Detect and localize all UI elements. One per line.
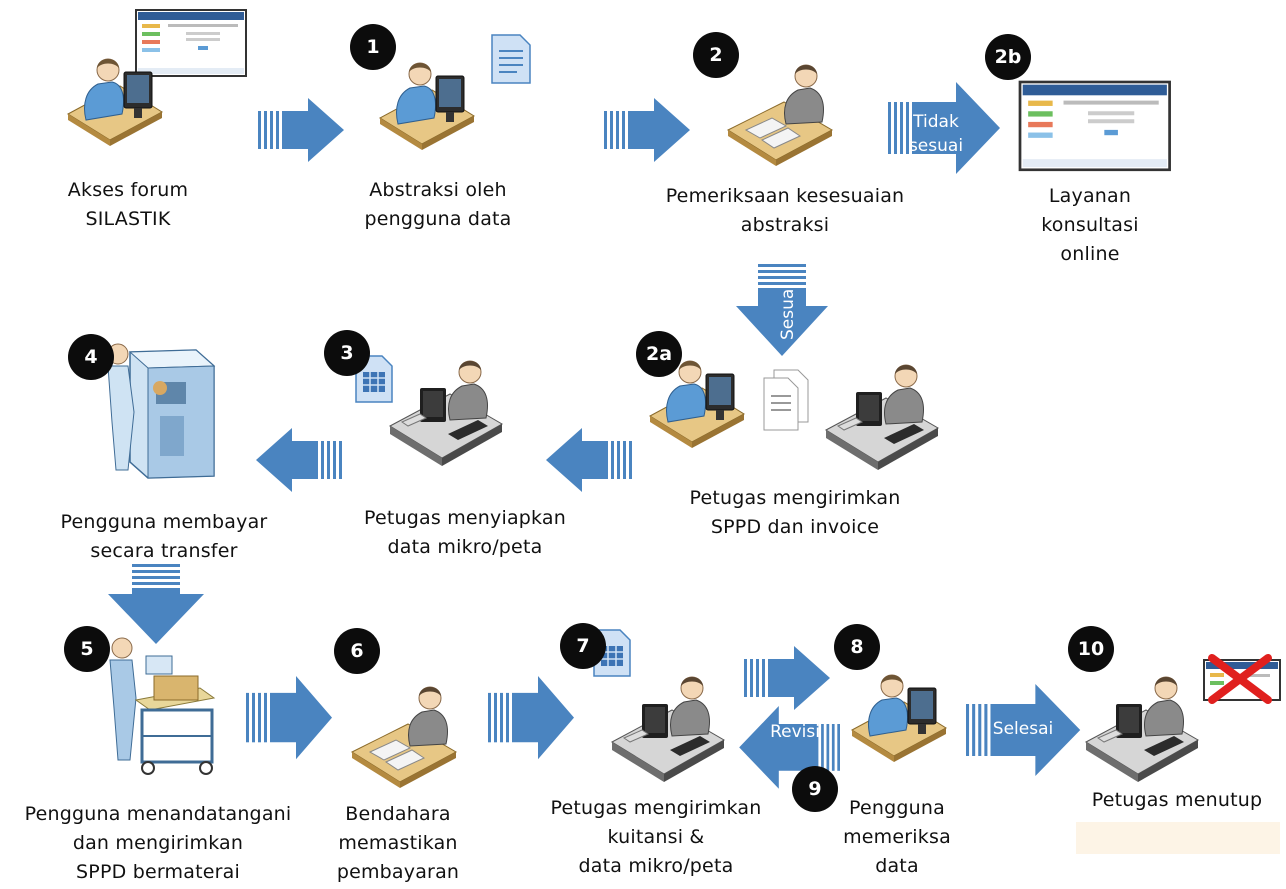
arrow-right <box>488 676 574 760</box>
arrow-right-upper <box>744 646 830 710</box>
mail-cart-icon <box>109 637 216 775</box>
badge-step-2b: 2b <box>985 34 1031 80</box>
staff-at-computer-icon <box>611 676 725 783</box>
step-label-8: Pengguna memeriksa data <box>843 797 951 877</box>
highlight-box <box>1076 822 1280 854</box>
arrow-right <box>246 676 332 760</box>
step-label-akses-forum: Akses forum SILASTIK <box>67 179 189 230</box>
staff-at-computer-icon <box>825 364 939 471</box>
arrow-right <box>258 98 344 162</box>
badge-step-2: 2 <box>693 32 739 78</box>
arrow-label-revisi: Revisi <box>770 722 820 742</box>
staff-at-paper-desk-icon <box>351 686 457 789</box>
website-screenshot-icon <box>135 9 247 77</box>
badge-step-3: 3 <box>324 330 370 376</box>
arrow-label-tidak-sesuai: Tidak sesuai <box>908 112 964 156</box>
badge-step-2a: 2a <box>636 331 682 377</box>
badge-step-8: 8 <box>834 624 880 670</box>
step-label-7: Petugas mengirimkan kuitansi & data mikr… <box>550 797 762 877</box>
staff-at-computer-icon <box>389 360 503 467</box>
step-label-3: Petugas menyiapkan data mikro/peta <box>363 507 567 558</box>
user-at-computer-icon <box>67 58 163 147</box>
arrow-label-selesai: Selesai <box>992 719 1054 739</box>
arrow-right <box>604 98 690 162</box>
badge-step-4: 4 <box>68 334 114 380</box>
step-label-6: Bendahara memastikan pembayaran <box>336 803 460 883</box>
badge-step-7: 7 <box>560 623 606 669</box>
staff-at-paper-desk-icon <box>727 64 833 167</box>
step-label-5: Pengguna menandatangani dan mengirimkan … <box>24 803 292 883</box>
arrow-sesuai-down <box>736 264 828 356</box>
staff-at-computer-icon <box>1085 676 1199 783</box>
website-screenshot-icon <box>1018 80 1171 172</box>
arrow-left <box>256 428 342 492</box>
step-label-10: Petugas menutup <box>1091 789 1263 811</box>
step-label-4: Pengguna membayar secara transfer <box>60 511 268 562</box>
close-x-icon <box>1208 654 1272 704</box>
user-at-computer-icon <box>851 674 947 763</box>
arrow-label-sesuai: Sesuai <box>778 283 798 341</box>
badge-step-1: 1 <box>350 24 396 70</box>
arrow-down <box>108 564 204 644</box>
badge-step-6: 6 <box>334 628 380 674</box>
step-label-2: Pemeriksaan kesesuaian abstraksi <box>665 185 905 236</box>
user-at-computer-icon <box>379 62 475 151</box>
badge-step-5: 5 <box>64 626 110 672</box>
step-label-2b: Layanan konsultasi online <box>1041 185 1139 265</box>
document-icon <box>491 34 531 84</box>
atm-machine-icon <box>107 343 216 479</box>
step-label-1: Abstraksi oleh pengguna data <box>364 179 512 230</box>
step-label-2a: Petugas mengirimkan SPPD dan invoice <box>689 487 901 538</box>
badge-step-9: 9 <box>792 766 838 812</box>
badge-step-10: 10 <box>1068 626 1114 672</box>
document-stack-icon <box>763 369 809 431</box>
arrow-left <box>546 428 632 492</box>
